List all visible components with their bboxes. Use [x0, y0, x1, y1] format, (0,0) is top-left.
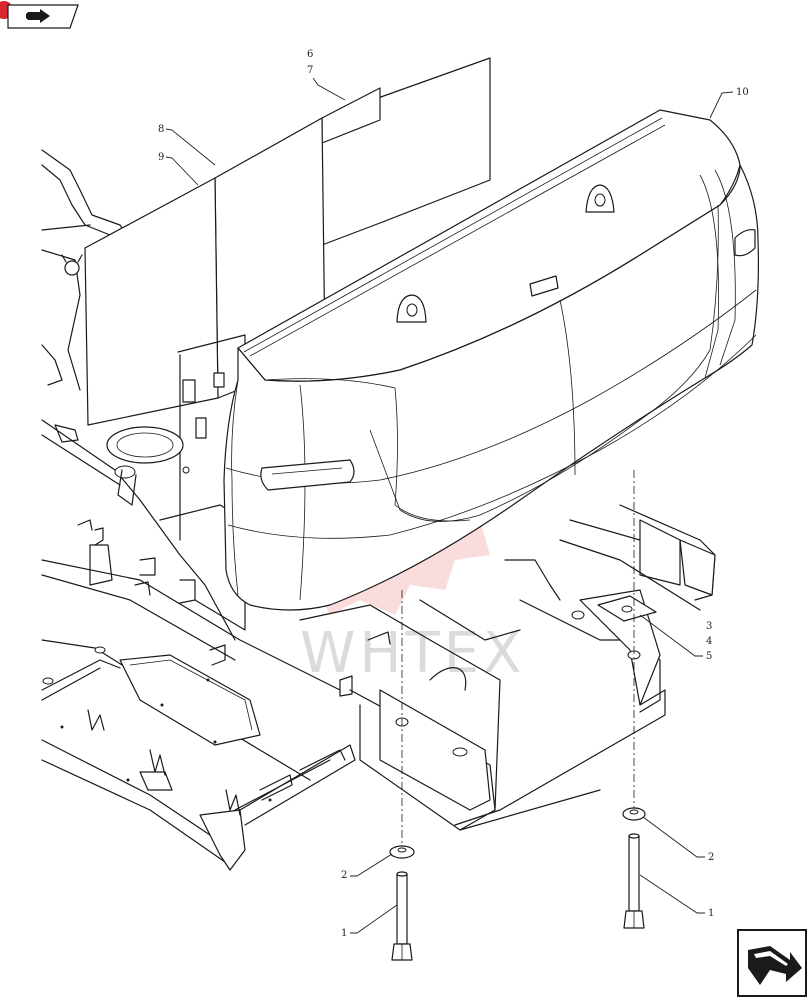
washer-2-left: [389, 845, 415, 859]
mid-frame-plate: [106, 334, 246, 631]
callout-7: 7: [307, 65, 313, 76]
shim-plate-3-4-5: [597, 595, 657, 622]
callout-3: 3: [706, 621, 712, 632]
leader-2-left: [350, 853, 393, 877]
bolt-1-right: [623, 833, 645, 929]
leader-9: [165, 156, 199, 186]
lifting-eye-left: [396, 294, 427, 323]
panel-9: [84, 177, 219, 426]
central-chassis: [299, 504, 716, 831]
side-slot: [734, 229, 756, 257]
arrow-nav-icon: [26, 9, 50, 23]
callout-2-left: 2: [341, 870, 347, 881]
leader-1-right: [639, 874, 705, 914]
washer-2-right: [622, 807, 646, 821]
lower-left-chassis: [41, 559, 356, 871]
watermark-text: WHTEX: [300, 621, 525, 686]
arrow-nav-icon: [748, 946, 802, 985]
bottom-nav-arrow-button[interactable]: [737, 929, 807, 997]
leader-2-right: [642, 816, 705, 858]
leader-1-left: [350, 904, 398, 934]
leader-6-7: [312, 77, 346, 101]
callout-group: 6 7 8 9 10 3 4 5 2 2 1 1: [158, 49, 749, 939]
top-nav-arrow-button[interactable]: [0, 1, 79, 29]
panel-rear-6-7: [321, 57, 491, 246]
callout-8: 8: [158, 124, 164, 135]
callout-10: 10: [736, 87, 749, 98]
bolt-1-left: [391, 871, 413, 961]
callout-4: 4: [706, 636, 712, 647]
left-brackets: [54, 424, 226, 666]
callout-1-left: 1: [341, 928, 347, 939]
callout-6: 6: [307, 49, 313, 60]
top-handle: [529, 275, 559, 297]
side-grip: [260, 459, 355, 491]
callout-1-right: 1: [708, 908, 714, 919]
callout-2-right: 2: [708, 852, 714, 863]
lifting-eye-right: [585, 184, 615, 213]
callout-9: 9: [158, 152, 164, 163]
counterweight-10: [223, 109, 759, 611]
leader-8: [165, 128, 216, 166]
leader-3-4-5: [639, 614, 703, 657]
leader-10: [709, 91, 734, 119]
callout-5: 5: [706, 651, 712, 662]
